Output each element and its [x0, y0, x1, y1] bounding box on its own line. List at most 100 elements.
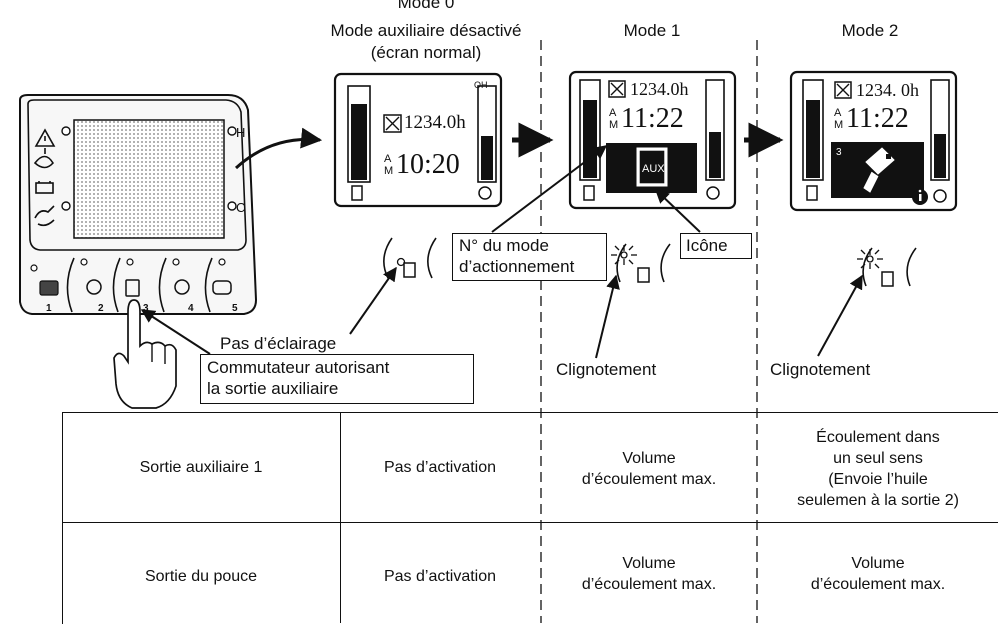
row1-mode2-line4: seulemen à la sortie 2)	[797, 492, 959, 509]
no-light-pointer	[349, 266, 397, 335]
thermometer-icon-m2	[933, 189, 947, 203]
switch-1-icon[interactable]	[39, 280, 59, 296]
mode-table	[62, 412, 998, 624]
led-off-icon	[396, 257, 406, 267]
row1-mode2-line3: (Envoie l’huile	[828, 471, 928, 488]
screen-mode0	[333, 72, 503, 208]
row2-mode2-line1: Volume	[851, 555, 905, 572]
row1-mode0: Pas d’activation	[383, 459, 497, 476]
switch-number-3: 3	[143, 303, 149, 314]
mode0-clock: 10:20	[396, 149, 460, 180]
coolant-icon	[34, 205, 55, 227]
mode2-hour-meter: 1234. 0h	[856, 80, 919, 100]
led-5	[218, 258, 226, 266]
mode-number-pointer	[491, 145, 608, 233]
switch-closeup-off	[383, 237, 437, 279]
switch-pointer	[140, 309, 211, 355]
row2-mode2-line2: d’écoulement max.	[810, 576, 946, 593]
mode0-hour-meter: 1234.0h	[404, 112, 466, 133]
screen-screw-2	[61, 201, 71, 211]
mode0-heading: Mode 0	[397, 0, 455, 12]
side-letter-h: H	[236, 125, 246, 140]
mode2-ampm-a: A	[834, 107, 842, 119]
mode2-clock: 11:22	[846, 103, 909, 134]
mode-number-callout-line2: d’actionnement	[459, 257, 575, 276]
mode2-title: Mode 2	[841, 21, 899, 40]
row2-label: Sortie du pouce	[144, 568, 258, 585]
mode0-ampm-a: A	[384, 153, 392, 165]
row1-mode2-line2: un seul sens	[833, 450, 923, 467]
icon-pointer	[654, 189, 701, 233]
led-2	[80, 258, 88, 266]
row1-mode1-line1: Volume	[622, 450, 676, 467]
switch-callout-line2: la sortie auxiliaire	[207, 379, 339, 398]
blink-2-callout: Clignotement	[770, 360, 871, 379]
hand-icon	[113, 299, 177, 409]
mode-number-callout: N° du mode d’actionnement	[452, 233, 607, 281]
screen-mode1	[568, 70, 737, 210]
mode2-number: 3	[836, 147, 842, 158]
switch-callout: Commutateur autorisant la sortie auxilia…	[200, 354, 474, 404]
screen-mode2	[789, 70, 958, 212]
led-1	[30, 264, 38, 272]
switch-number-4: 4	[188, 303, 194, 314]
mode0-oh-label: OH	[474, 80, 488, 90]
row2-mode1-line2: d’écoulement max.	[581, 576, 717, 593]
switch-2-icon[interactable]	[86, 279, 102, 295]
blink-1-callout: Clignotement	[556, 360, 657, 379]
screen-screw-1	[61, 126, 71, 136]
aux-label: AUX	[642, 163, 665, 175]
mode1-title: Mode 1	[623, 21, 681, 40]
fuel-pump-icon-m2	[806, 185, 818, 201]
switch-closeup-blink-1	[611, 243, 671, 283]
switch-3-icon[interactable]	[125, 279, 140, 297]
led-blink-icon	[611, 245, 637, 265]
switch-callout-line1: Commutateur autorisant	[207, 358, 390, 377]
led-blink-icon-2	[857, 249, 883, 269]
switch-number-1: 1	[46, 303, 52, 314]
switch-closeup-blink-2	[857, 247, 917, 287]
mode0-ampm-m: M	[384, 165, 394, 177]
mode0-title-line2: (écran normal)	[370, 43, 482, 62]
row1-mode1-line2: d’écoulement max.	[581, 471, 717, 488]
side-letter-c: C	[236, 200, 246, 215]
monitor-screen	[73, 119, 225, 239]
fuel-pump-icon-m1	[583, 185, 595, 201]
blink-1-pointer	[595, 274, 620, 359]
led-4	[172, 258, 180, 266]
monitor-panel	[19, 94, 258, 315]
row1-label: Sortie auxiliaire 1	[139, 459, 263, 476]
row1-mode2-line1: Écoulement dans	[816, 429, 940, 446]
mode1-ampm-m: M	[609, 119, 619, 131]
thermometer-icon	[478, 186, 492, 200]
mode0-title-line1: Mode auxiliaire désactivé	[330, 21, 522, 40]
icon-callout: Icône	[680, 233, 752, 259]
mode-number-callout-line1: N° du mode	[459, 236, 549, 255]
mode2-ampm-m: M	[834, 119, 844, 131]
battery-icon	[35, 182, 54, 194]
fuel-pump-icon	[351, 185, 363, 201]
screen-screw-3	[227, 126, 237, 136]
switch-number-5: 5	[232, 303, 238, 314]
engine-oil-icon	[33, 148, 54, 169]
mode1-clock: 11:22	[621, 103, 684, 134]
row2-mode0: Pas d’activation	[383, 568, 497, 585]
screen-screw-4	[227, 201, 237, 211]
icon-callout-label: Icône	[686, 236, 728, 255]
table-col-divider-1	[340, 412, 341, 623]
switch-number-2: 2	[98, 303, 104, 314]
monitor-to-screen-arrow	[234, 127, 323, 170]
thermometer-icon-m1	[706, 186, 720, 200]
blink-2-pointer	[817, 274, 863, 357]
no-light-callout: Pas d’éclairage	[220, 334, 337, 353]
switch-5-icon[interactable]	[212, 280, 232, 295]
table-row-divider	[62, 522, 998, 523]
mode1-ampm-a: A	[609, 107, 617, 119]
switch-row-arcs	[66, 257, 213, 313]
warning-icon	[34, 128, 56, 147]
led-3	[126, 258, 134, 266]
mode1-hour-meter: 1234.0h	[630, 79, 689, 99]
row2-mode1-line1: Volume	[622, 555, 676, 572]
switch-4-icon[interactable]	[174, 279, 190, 295]
